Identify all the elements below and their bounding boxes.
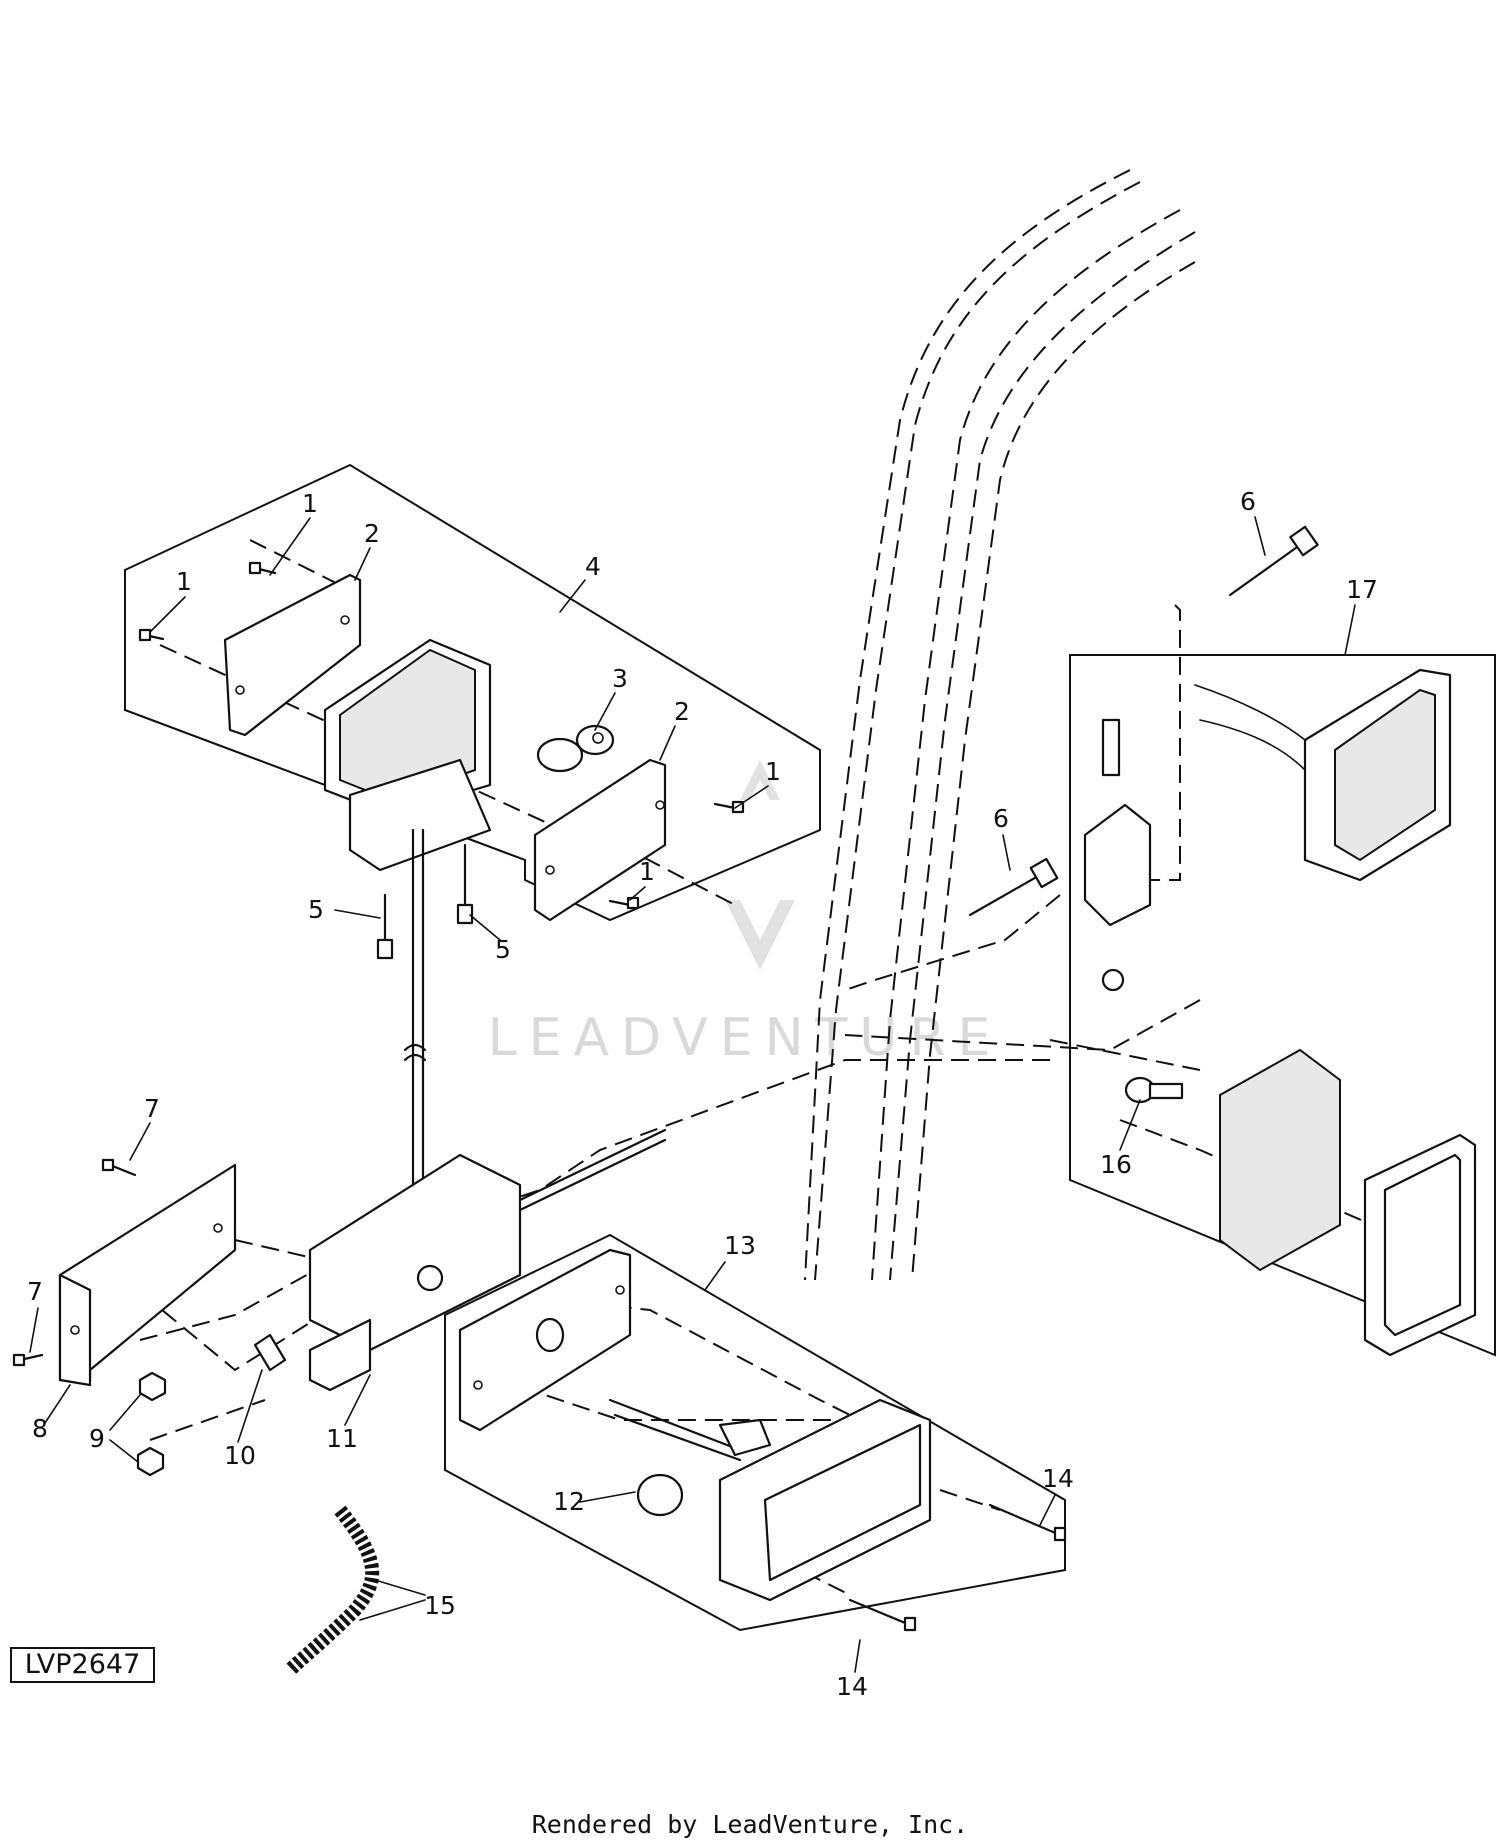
- cab-pillar: [804, 169, 1196, 1281]
- callout-1: 1: [302, 489, 318, 518]
- callout-10: 10: [224, 1441, 256, 1470]
- frame-group-13: [444, 1233, 1066, 1632]
- callout-7: 7: [27, 1277, 43, 1306]
- light-bracket-11: [308, 1128, 667, 1392]
- bulb-3: [536, 724, 615, 773]
- callout-1: 1: [765, 757, 781, 786]
- bulb-16: [1124, 1076, 1184, 1104]
- bolts-14: [848, 1503, 1067, 1632]
- callout-leaders: [29, 516, 1356, 1673]
- callout-labels: 1 1 1 1 2 2 3 4 5 5 6 6 7 7 8 9 10 11 12…: [27, 487, 1378, 1701]
- callout-14: 14: [836, 1672, 868, 1701]
- mounting-plate-8: [58, 1163, 237, 1387]
- bolts-7: [12, 1158, 137, 1367]
- bolt-6-upper: [1228, 525, 1319, 597]
- mounting-stem: [403, 828, 427, 1202]
- callout-2: 2: [364, 519, 380, 548]
- callout-13: 13: [724, 1231, 756, 1260]
- callout-9: 9: [89, 1424, 105, 1453]
- headlight-housing: [323, 638, 492, 872]
- callout-8: 8: [32, 1414, 48, 1443]
- bolt-6-middle: [968, 857, 1059, 917]
- callout-7: 7: [144, 1094, 160, 1123]
- callout-6: 6: [1240, 487, 1256, 516]
- clip-nut-10: [253, 1333, 287, 1372]
- callout-2: 2: [674, 697, 690, 726]
- work-lamp-housing: [718, 1398, 932, 1602]
- gasket-plate-13: [458, 1248, 632, 1432]
- callout-5: 5: [495, 935, 511, 964]
- frame-group-17: [1069, 654, 1496, 1357]
- mounting-bracket: [1083, 718, 1152, 992]
- lens-plate-upper: [223, 573, 362, 737]
- flood-lamp-lens: [1219, 1048, 1341, 1272]
- figure-code: LVP2647: [10, 1647, 155, 1683]
- callout-5: 5: [308, 895, 324, 924]
- bolts-5: [376, 843, 474, 960]
- callout-16: 16: [1100, 1150, 1132, 1179]
- leadventure-watermark: LEADVENTURE: [488, 760, 990, 1068]
- callout-17: 17: [1346, 575, 1378, 604]
- bulb-12: [608, 1398, 772, 1517]
- callout-6: 6: [993, 804, 1009, 833]
- callout-1: 1: [639, 857, 655, 886]
- flood-light-housing: [1194, 668, 1452, 882]
- callout-11: 11: [326, 1424, 358, 1453]
- callout-15: 15: [424, 1591, 456, 1620]
- callout-4: 4: [585, 552, 601, 581]
- callout-3: 3: [612, 664, 628, 693]
- lens-plate-lower: [533, 758, 667, 922]
- nuts-9: [136, 1371, 167, 1477]
- screws-1: [138, 561, 745, 910]
- frame-group-4: [124, 463, 821, 922]
- flood-lamp-bezel: [1363, 1133, 1477, 1357]
- conduit-15: [285, 1505, 380, 1676]
- rendered-by-footer: Rendered by LeadVenture, Inc.: [531, 1810, 969, 1839]
- callout-14: 14: [1042, 1464, 1074, 1493]
- callout-1: 1: [176, 567, 192, 596]
